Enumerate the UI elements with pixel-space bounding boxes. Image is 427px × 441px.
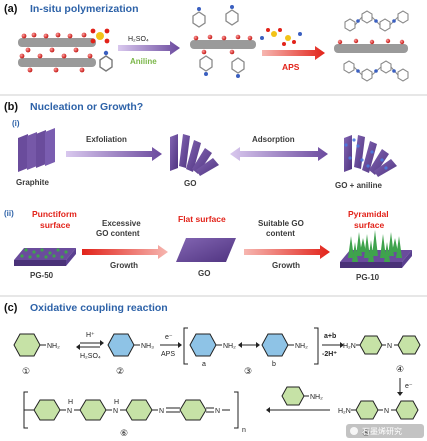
repeat-n: n xyxy=(242,427,246,434)
species-4-dimer: H₂N N ④ xyxy=(343,335,421,375)
step3-bottom-label: -2H⁺ xyxy=(322,351,337,358)
step4-label: e⁻ xyxy=(405,383,413,390)
panel-c-title: Oxidative coupling reaction xyxy=(30,302,168,314)
species-3a-nh2: NH₂ xyxy=(223,343,236,350)
chain-h-2: H xyxy=(114,399,119,406)
step2-bottom-label: APS xyxy=(161,351,175,358)
aps-label: APS xyxy=(282,62,300,72)
flat-title: Flat surface xyxy=(178,214,226,224)
aniline-molecule xyxy=(99,50,113,72)
pg50-label: PG-50 xyxy=(30,271,54,280)
excessive-label-2: GO content xyxy=(96,229,140,238)
species-2-number: ② xyxy=(116,367,124,377)
h2so4-molecule xyxy=(90,28,110,44)
growth-right-arrow xyxy=(244,245,330,259)
chain-n-1: N xyxy=(67,408,72,415)
acid-arrow xyxy=(118,41,180,55)
aps-molecule xyxy=(260,28,302,46)
row-i-index: (i) xyxy=(12,119,20,128)
species-5-number: ⑤ xyxy=(362,429,370,439)
go-pani-composite xyxy=(334,10,409,82)
panel-a: (a) In-situ polymerization H₂SO₄ A xyxy=(4,3,409,82)
suitable-label-1: Suitable GO xyxy=(258,219,304,228)
species-4-number: ④ xyxy=(396,365,404,375)
species-5-h2n: H₂N xyxy=(338,408,351,415)
go-sheets-left xyxy=(18,32,96,73)
species-1-number: ① xyxy=(22,367,30,377)
aniline-label: Aniline xyxy=(130,57,157,66)
go-label-i: GO xyxy=(184,179,196,188)
flat-go-sheet xyxy=(176,238,236,262)
panel-b: (b) Nucleation or Growth? (i) Graphite E… xyxy=(4,101,412,282)
species-2-anilinium: NH₃ ② xyxy=(107,333,154,377)
step2-top-label: e⁻ xyxy=(165,334,173,341)
species-4-n: N xyxy=(387,343,392,350)
species-4-h2n: H₂N xyxy=(343,343,356,350)
chain-n-2: N xyxy=(113,408,118,415)
species-3b-nh2: NH₂ xyxy=(295,343,308,350)
graphite-label: Graphite xyxy=(16,178,49,187)
watermark-logo-icon xyxy=(350,427,358,435)
punctiform-title-1: Punctiform xyxy=(32,209,77,219)
watermark: 石墨烯研究 xyxy=(346,424,424,438)
go-fanned-sheets xyxy=(170,134,219,176)
pg50-surface xyxy=(14,248,76,266)
incoming-nh2: NH₂ xyxy=(310,394,323,401)
incoming-aniline: NH₂ xyxy=(281,386,323,406)
graphite-stack xyxy=(18,128,55,172)
go-aniline-sheets xyxy=(344,135,397,177)
species-6-number: ⑥ xyxy=(120,429,128,439)
adsorption-label: Adsorption xyxy=(252,135,295,144)
step1-bottom-label: H₂SO₄ xyxy=(80,353,101,360)
step3-top-label: a+b xyxy=(324,333,336,340)
species-3-mark-a: a xyxy=(202,361,206,368)
species-6-polyaniline: N H N H N N n ⑥ xyxy=(23,391,246,439)
species-3-radical-cation: NH₂ a NH₂ b ③ xyxy=(183,327,319,377)
watermark-text: 石墨烯研究 xyxy=(362,426,402,436)
panel-b-title: Nucleation or Growth? xyxy=(30,101,143,113)
panel-b-letter: (b) xyxy=(4,101,18,113)
exfoliation-label: Exfoliation xyxy=(86,135,127,144)
panel-c: (c) Oxidative coupling reaction NH₂ ① H⁺… xyxy=(4,302,424,439)
species-5-dimer: H₂N N ⑤ xyxy=(338,400,419,439)
row-ii-index: (ii) xyxy=(4,209,14,218)
panel-c-letter: (c) xyxy=(4,302,18,314)
coupling-arrow: a+b -2H⁺ xyxy=(322,333,344,358)
punctiform-title-2: surface xyxy=(40,220,71,230)
species-3-number: ③ xyxy=(244,367,252,377)
species-2-nh3: NH₃ xyxy=(141,343,154,350)
pyramidal-title-1: Pyramidal xyxy=(348,209,389,219)
panel-a-letter: (a) xyxy=(4,3,18,15)
step1-top-label: H⁺ xyxy=(86,332,95,339)
species-1-nh2: NH₂ xyxy=(47,343,60,350)
reduction-arrow: e⁻ xyxy=(397,378,413,396)
aps-arrow xyxy=(262,46,325,60)
pg10-surface xyxy=(340,230,412,268)
chain-h-1: H xyxy=(68,399,73,406)
go-aniline-label: GO + aniline xyxy=(335,181,382,190)
species-5-n: N xyxy=(384,408,389,415)
growth-left-arrow xyxy=(82,245,168,259)
growth-left-label: Growth xyxy=(110,261,138,270)
oxidation-arrow: e⁻ APS xyxy=(160,334,182,358)
excessive-label-1: Excessive xyxy=(102,219,141,228)
protonation-arrow: H⁺ H₂SO₄ xyxy=(76,332,104,360)
go-label-ii: GO xyxy=(198,269,210,278)
chain-n-3: N xyxy=(159,408,164,415)
adsorption-arrow xyxy=(230,147,328,161)
exfoliation-arrow xyxy=(66,147,162,161)
species-1-aniline: NH₂ ① xyxy=(13,333,60,377)
pyramidal-title-2: surface xyxy=(354,220,385,230)
suitable-label-2: content xyxy=(266,229,295,238)
panel-a-title: In-situ polymerization xyxy=(30,3,139,15)
pg10-label: PG-10 xyxy=(356,273,380,282)
chain-n-4: N xyxy=(215,408,220,415)
go-adsorbed-aniline xyxy=(190,5,256,78)
species-3-mark-b: b xyxy=(272,361,276,368)
acid-label: H₂SO₄ xyxy=(128,36,149,43)
growth-right-label: Growth xyxy=(272,261,300,270)
polymerization-arrow xyxy=(266,407,330,413)
